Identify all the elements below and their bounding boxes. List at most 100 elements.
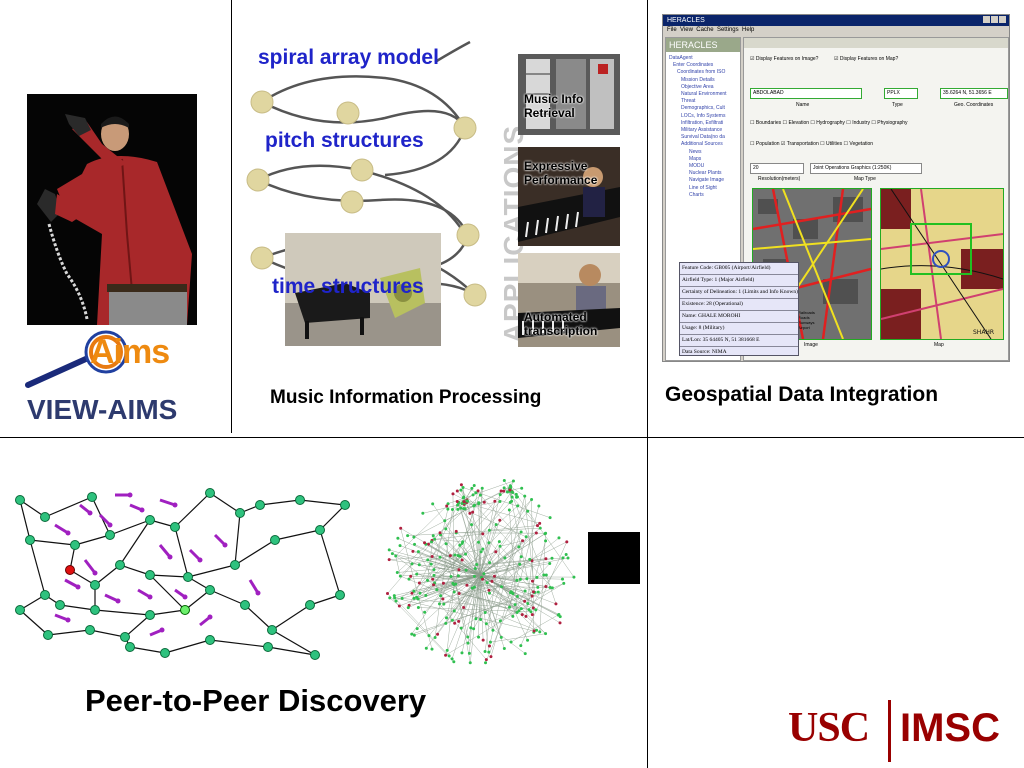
menu-settings[interactable]: Settings — [716, 27, 739, 33]
layer-utilities[interactable]: Utilities — [826, 141, 843, 147]
graph-node — [557, 536, 561, 540]
peer-node — [255, 500, 265, 510]
graph-edge — [510, 486, 525, 497]
map-view[interactable]: SHAHR — [880, 188, 1004, 340]
graph-edge — [489, 525, 538, 531]
graph-edge — [414, 544, 481, 576]
layer-industry[interactable]: Industry — [852, 120, 870, 126]
graph-edge — [509, 509, 518, 613]
graph-edge — [479, 501, 496, 576]
graph-node — [508, 484, 512, 488]
menu-view[interactable]: View — [680, 27, 693, 33]
graph-node — [536, 590, 540, 594]
graph-edge — [394, 597, 450, 656]
graph-edge — [510, 614, 559, 643]
p2p-edge — [94, 564, 121, 586]
peer-node — [310, 650, 320, 660]
p2p-edge — [19, 499, 46, 518]
peer-node — [263, 642, 273, 652]
tree-item[interactable]: Survival Data(no da — [681, 134, 725, 141]
graph-node — [470, 486, 474, 490]
graph-node — [463, 507, 467, 511]
tree-item[interactable]: LOCs, Info Systems — [681, 112, 726, 119]
graph-edge — [446, 584, 455, 651]
tree-item[interactable]: Mission Details — [681, 76, 715, 83]
app-caption-transcription: Automated transcription — [524, 310, 598, 338]
check-display-map[interactable]: ☑ Display Features on Map? — [834, 56, 899, 62]
graph-node — [450, 508, 454, 512]
message-arrow — [248, 579, 260, 594]
window-controls[interactable] — [982, 16, 1006, 27]
imsc-logo-text: IMSC — [900, 706, 1000, 750]
check-display-image[interactable]: ☑ Display Features on Image? — [750, 56, 819, 62]
tree-item[interactable]: MODU — [689, 163, 705, 170]
menu-file[interactable]: File — [667, 27, 677, 33]
layer-hydrography[interactable]: Hydrography — [816, 120, 845, 126]
field-name[interactable]: ABDOLABAD — [750, 88, 862, 99]
graph-edge — [479, 557, 569, 576]
graph-edge — [433, 501, 501, 576]
graph-node — [538, 521, 542, 525]
graph-edge — [407, 527, 541, 536]
layer-vegetation[interactable]: Vegetation — [849, 141, 874, 147]
tree-item[interactable]: Line of Sight — [689, 184, 717, 191]
tree-item[interactable]: Enter Coordinates — [673, 62, 714, 69]
graph-node — [393, 596, 397, 600]
menu-cache[interactable]: Cache — [696, 27, 714, 33]
tree-item[interactable]: Objective Area — [681, 83, 714, 90]
graph-node — [544, 573, 548, 577]
graph-node — [515, 495, 519, 499]
select-map-type[interactable]: Joint Operations Graphics (1:250K) — [810, 163, 922, 174]
graph-edge — [479, 532, 537, 576]
tree-item[interactable]: Infiltration, Exfiltrati — [681, 119, 724, 126]
graph-node — [473, 503, 477, 507]
graph-node — [524, 535, 528, 539]
graph-node — [534, 608, 538, 612]
graph-node — [562, 581, 566, 585]
layer-physiography[interactable]: Physiography — [877, 120, 908, 126]
tree-item[interactable]: Demographics, Cult — [681, 105, 725, 112]
layer-elevation[interactable]: Elevation — [788, 120, 810, 126]
layer-transportation[interactable]: Transportation — [786, 141, 819, 147]
graph-edge — [489, 537, 560, 594]
p2p-edge — [149, 574, 189, 578]
graph-node — [479, 550, 483, 554]
graph-node — [415, 572, 419, 576]
layer-population[interactable]: Population — [755, 141, 780, 147]
tree-item[interactable]: Charts — [689, 191, 704, 198]
graph-node — [392, 594, 396, 598]
tree-item[interactable]: Coordinates from ISO — [677, 69, 726, 76]
graph-node — [464, 568, 468, 572]
graph-node — [457, 619, 461, 623]
p2p-edge — [309, 594, 341, 606]
tree-item[interactable]: DataAgent — [669, 55, 693, 61]
graph-edge — [479, 524, 497, 576]
label-map-type: Map Type — [854, 176, 876, 182]
graph-edge — [457, 505, 534, 592]
graph-edge — [431, 563, 536, 611]
tree-item[interactable]: Navigate Image — [689, 177, 725, 184]
tree-item[interactable]: Military Assistance — [681, 127, 723, 134]
graph-node — [519, 644, 523, 648]
graph-node — [473, 566, 477, 570]
graph-node — [417, 563, 421, 567]
menu-help[interactable]: Help — [741, 27, 755, 33]
graph-node — [480, 486, 484, 490]
graph-edge — [440, 574, 481, 596]
tree-item[interactable]: Additional Sources — [681, 141, 723, 148]
peer-node — [145, 570, 155, 580]
tree-item[interactable]: Nuclear Plants — [689, 170, 722, 177]
graph-node — [515, 594, 519, 598]
graph-edge — [539, 533, 546, 632]
tree-item[interactable]: News — [689, 148, 702, 155]
select-resolution[interactable]: 20 — [750, 163, 804, 174]
graph-node — [557, 612, 561, 616]
tree-item[interactable]: Maps — [689, 155, 702, 162]
tree-item[interactable]: Natural Environment — [681, 91, 727, 98]
graph-node — [516, 504, 520, 508]
tree-item[interactable]: Threat — [681, 98, 696, 105]
layer-boundaries[interactable]: Boundaries — [755, 120, 782, 126]
field-coords[interactable]: 35.6264 N, 51.3656 E — [940, 88, 1008, 99]
message-arrow — [83, 559, 97, 574]
field-type[interactable]: PPLX — [884, 88, 918, 99]
